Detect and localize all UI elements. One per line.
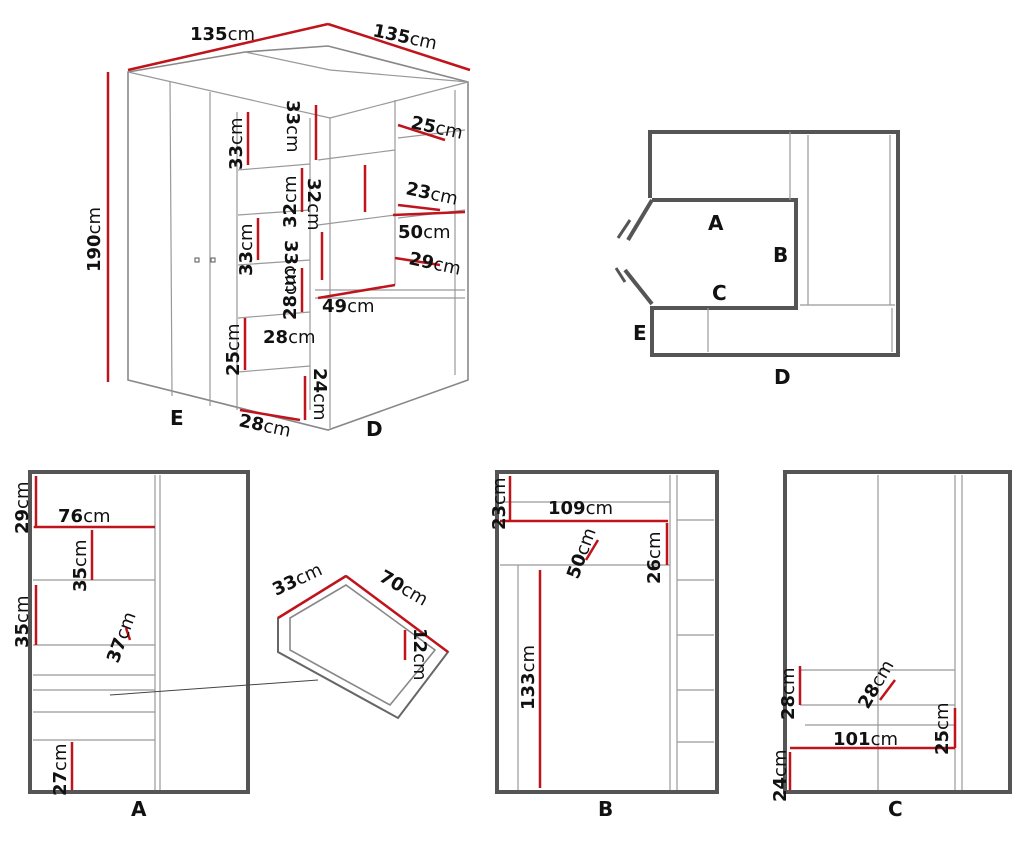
overview-shelf-b: 32cm	[280, 176, 301, 229]
overview-mid-b: 32cm	[303, 178, 324, 231]
plan-label-d: D	[774, 365, 791, 389]
view-a-d1: 37cm	[103, 609, 141, 666]
overview-shelf-f: 28cm	[263, 327, 316, 348]
overview-right-a: 25cm	[409, 112, 465, 143]
overview-shelf-a: 33cm	[226, 118, 247, 171]
overview-width-front: 135cm	[190, 24, 255, 45]
view-b	[495, 470, 719, 794]
drawer	[277, 574, 450, 720]
plan-label-c: C	[712, 281, 727, 305]
overview-side-e: E	[170, 406, 184, 430]
view-a	[28, 470, 319, 794]
view-c-h3: 24cm	[770, 750, 791, 803]
view-b-w1: 109cm	[548, 498, 613, 519]
overview-shelf-d: 28cm	[280, 268, 301, 321]
view-c-h1: 28cm	[778, 668, 799, 721]
plan-view	[614, 130, 900, 357]
view-a-h1: 29cm	[12, 482, 33, 535]
view-a-h4: 27cm	[50, 744, 71, 797]
overview-mid-c: 33cm	[280, 240, 301, 293]
view-a-h3: 35cm	[12, 596, 33, 649]
view-a-w1: 76cm	[58, 506, 111, 527]
view-c	[783, 470, 1012, 794]
drawer-height: 12cm	[409, 628, 430, 681]
overview-right-e: 49cm	[322, 296, 375, 317]
overview-mid-a: 33cm	[282, 100, 303, 153]
overview-side-d: D	[366, 417, 383, 441]
view-c-h2: 25cm	[932, 703, 953, 756]
overview-base-w: 28cm	[237, 410, 293, 441]
view-a-h2: 35cm	[70, 540, 91, 593]
plan-label-e: E	[633, 321, 647, 345]
view-a-title: A	[131, 797, 147, 821]
overview-right-d: 29cm	[407, 248, 463, 279]
view-c-title: C	[888, 797, 903, 821]
overview-height: 190cm	[84, 207, 105, 272]
overview-base-h: 24cm	[309, 368, 330, 421]
overview-shelf-e: 25cm	[223, 324, 244, 377]
overview-shelf-c: 33cm	[236, 224, 257, 277]
plan-label-a: A	[708, 211, 724, 235]
overview-right-b: 23cm	[404, 178, 460, 209]
overview-right-c: 50cm	[398, 222, 451, 243]
view-b-title: B	[598, 797, 613, 821]
view-c-w1: 101cm	[833, 729, 898, 750]
view-b-h1: 23cm	[489, 478, 510, 531]
overview-3d	[106, 22, 471, 431]
view-b-d1: 50cm	[563, 525, 601, 582]
view-b-h2: 26cm	[644, 532, 665, 585]
view-b-h3: 133cm	[518, 645, 539, 710]
plan-label-b: B	[773, 243, 788, 267]
